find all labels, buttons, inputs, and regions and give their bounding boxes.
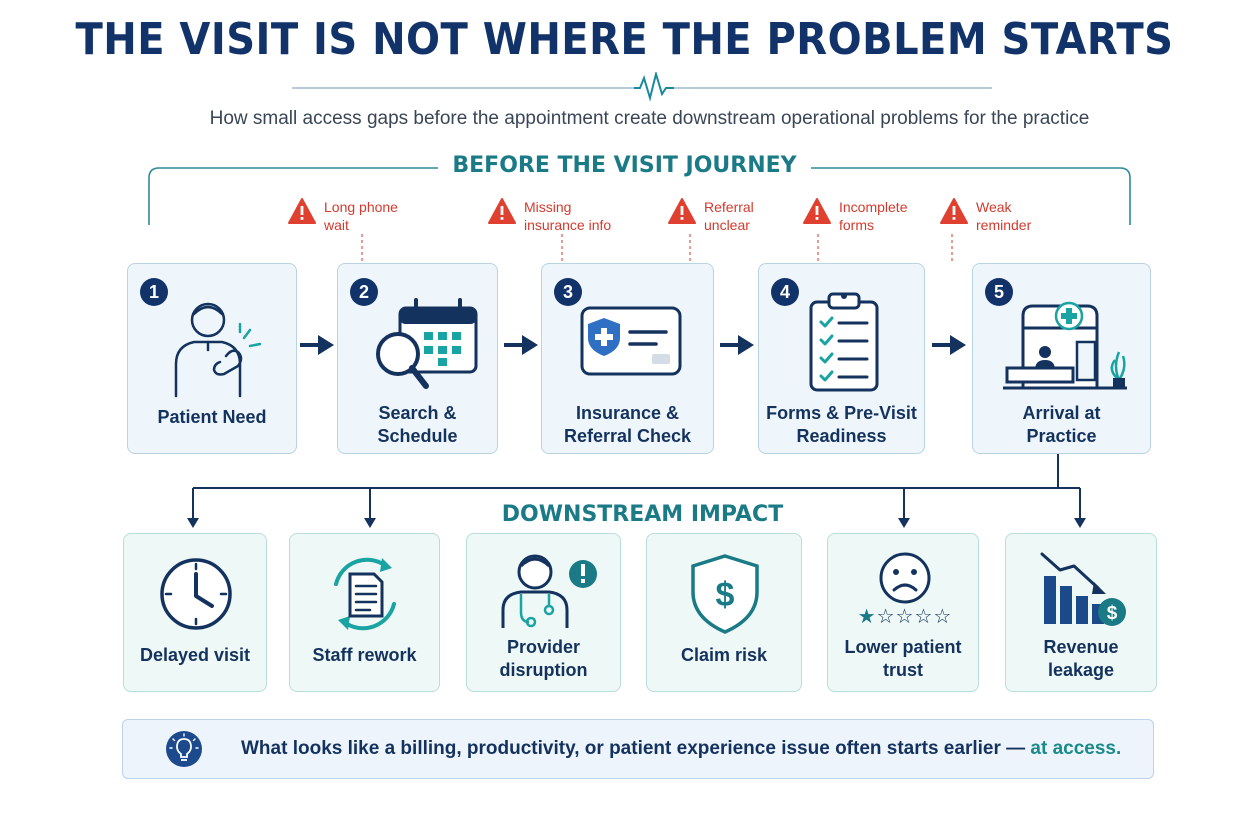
impact-label: Staff rework: [312, 645, 417, 665]
clinic-front-desk-icon: [1003, 301, 1127, 390]
step-label: Arrival at Practice: [1022, 403, 1101, 446]
impact-label: Lower patient trust: [844, 637, 962, 680]
impact-heading-wrap: DOWNSTREAM IMPACT: [0, 502, 1249, 527]
star-rating: ★☆☆☆☆: [850, 604, 960, 629]
svg-text:$: $: [1107, 603, 1118, 624]
step-number-badge: 5: [985, 278, 1013, 306]
footer-message: What looks like a billing, productivity,…: [241, 738, 1121, 760]
warning-connectors: [361, 234, 953, 264]
warning-weak-reminder: Weak reminder: [940, 198, 1031, 234]
step-label: Search & Schedule: [377, 403, 458, 446]
impact-label: Revenue leakage: [1043, 637, 1119, 680]
insurance-card-icon: [580, 306, 682, 376]
lightbulb-icon: [166, 731, 202, 767]
journey-heading: BEFORE THE VISIT JOURNEY: [438, 153, 811, 178]
impact-lower-trust: ★☆☆☆☆ Lower patient trust: [827, 533, 979, 692]
footer-banner: What looks like a billing, productivity,…: [122, 719, 1154, 779]
warning-triangle-icon: [668, 198, 696, 224]
journey-heading-wrap: BEFORE THE VISIT JOURNEY: [0, 153, 1249, 178]
step-number-badge: 1: [140, 278, 168, 306]
step-number-badge: 3: [554, 278, 582, 306]
step-arrival: 5 Arrival at Practice: [972, 263, 1151, 454]
warning-triangle-icon: [803, 198, 831, 224]
impact-connectors: [187, 454, 1086, 528]
impact-delayed-visit: Delayed visit: [123, 533, 267, 692]
document-cycle-icon: [334, 557, 396, 631]
impact-revenue-leakage: $ Revenue leakage: [1005, 533, 1157, 692]
impact-label: Provider disruption: [499, 637, 588, 680]
sad-face-rating-icon: [879, 552, 931, 604]
declining-chart-dollar-icon: $: [1040, 552, 1126, 626]
step-arrows: [300, 335, 966, 355]
warning-label: Referral unclear: [704, 199, 754, 233]
step-forms-readiness: 4 Forms & Pre-Visit Readiness: [758, 263, 925, 454]
impact-label: Delayed visit: [139, 645, 251, 665]
star-filled-icon: ★: [857, 606, 877, 628]
doctor-alert-icon: [501, 554, 597, 628]
warning-label: Weak reminder: [976, 199, 1032, 233]
page-title: THE VISIT IS NOT WHERE THE PROBLEM START…: [75, 14, 1174, 65]
warning-long-phone-wait: Long phone wait: [288, 198, 398, 234]
warning-triangle-icon: [940, 198, 968, 224]
step-label: Insurance & Referral Check: [563, 403, 692, 446]
patient-pain-icon: [174, 302, 262, 398]
footer-accent: at access.: [1030, 738, 1122, 759]
impact-claim-risk: $ Claim risk: [646, 533, 802, 692]
warning-triangle-icon: [288, 198, 316, 224]
calendar-search-icon: [376, 298, 478, 389]
warning-missing-insurance: Missing insurance info: [488, 198, 611, 234]
step-search-schedule: 2 Search & Schedule: [337, 263, 498, 454]
step-number-badge: 4: [771, 278, 799, 306]
impact-label: Claim risk: [680, 645, 768, 665]
step-label: Forms & Pre-Visit Readiness: [766, 403, 917, 446]
warning-label: Long phone wait: [324, 199, 398, 233]
warning-referral-unclear: Referral unclear: [668, 198, 754, 234]
svg-text:$: $: [716, 576, 735, 614]
step-patient-need: 1 Patient Need: [127, 263, 297, 454]
step-number-badge: 2: [350, 278, 378, 306]
page-subtitle: How small access gaps before the appoint…: [209, 108, 1090, 129]
impact-provider-disruption: Provider disruption: [466, 533, 621, 692]
star-empty-icon: ☆☆☆☆: [876, 606, 953, 628]
warning-triangle-icon: [488, 198, 516, 224]
footer-text: What looks like a billing, productivity,…: [241, 738, 1031, 759]
step-label: Patient Need: [157, 407, 267, 427]
impact-heading: DOWNSTREAM IMPACT: [487, 502, 798, 527]
impact-staff-rework: Staff rework: [289, 533, 440, 692]
step-insurance-referral: 3 Insurance & Referral Check: [541, 263, 714, 454]
warning-label: Missing insurance info: [524, 199, 612, 233]
warning-label: Incomplete forms: [839, 199, 908, 233]
clipboard-checklist-icon: [809, 292, 879, 392]
heartbeat-divider: [292, 72, 992, 102]
warning-incomplete-forms: Incomplete forms: [803, 198, 907, 234]
shield-dollar-icon: $: [691, 554, 759, 634]
clock-icon: [160, 558, 232, 630]
